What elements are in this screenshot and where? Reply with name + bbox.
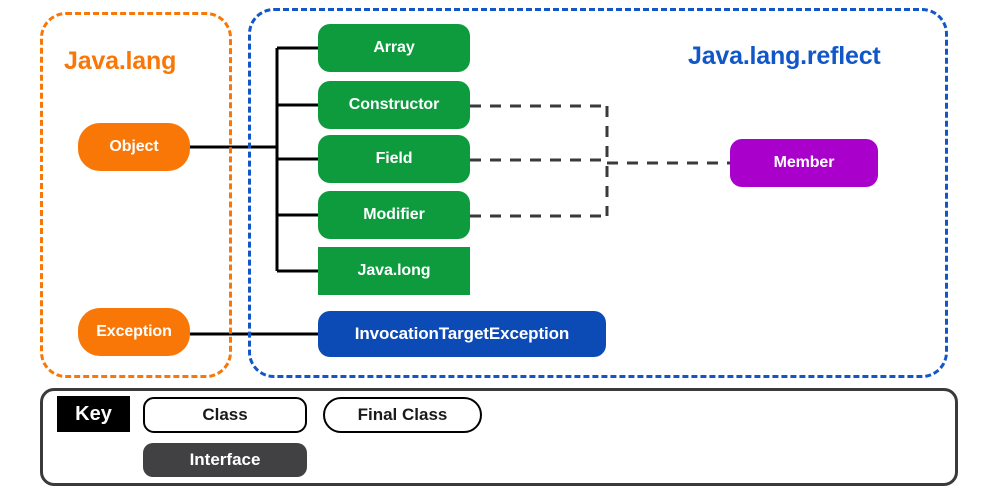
node-exception[interactable]: Exception [78,308,190,356]
package-label-java-lang: Java.lang [64,47,177,75]
node-field[interactable]: Field [318,135,470,183]
legend-item-interface: Interface [143,443,307,477]
package-label-java-lang-reflect: Java.lang.reflect [688,42,881,70]
package-container-java-lang-reflect [248,8,948,378]
node-constructor[interactable]: Constructor [318,81,470,129]
node-modifier[interactable]: Modifier [318,191,470,239]
node-member[interactable]: Member [730,139,878,187]
node-array[interactable]: Array [318,24,470,72]
node-java-long[interactable]: Java.long [318,247,470,295]
node-invocation-target-exception[interactable]: InvocationTargetException [318,311,606,357]
legend-title: Key [57,396,130,432]
package-container-java-lang [40,12,232,378]
node-object[interactable]: Object [78,123,190,171]
legend-item-class: Class [143,397,307,433]
legend-item-final-class: Final Class [323,397,482,433]
